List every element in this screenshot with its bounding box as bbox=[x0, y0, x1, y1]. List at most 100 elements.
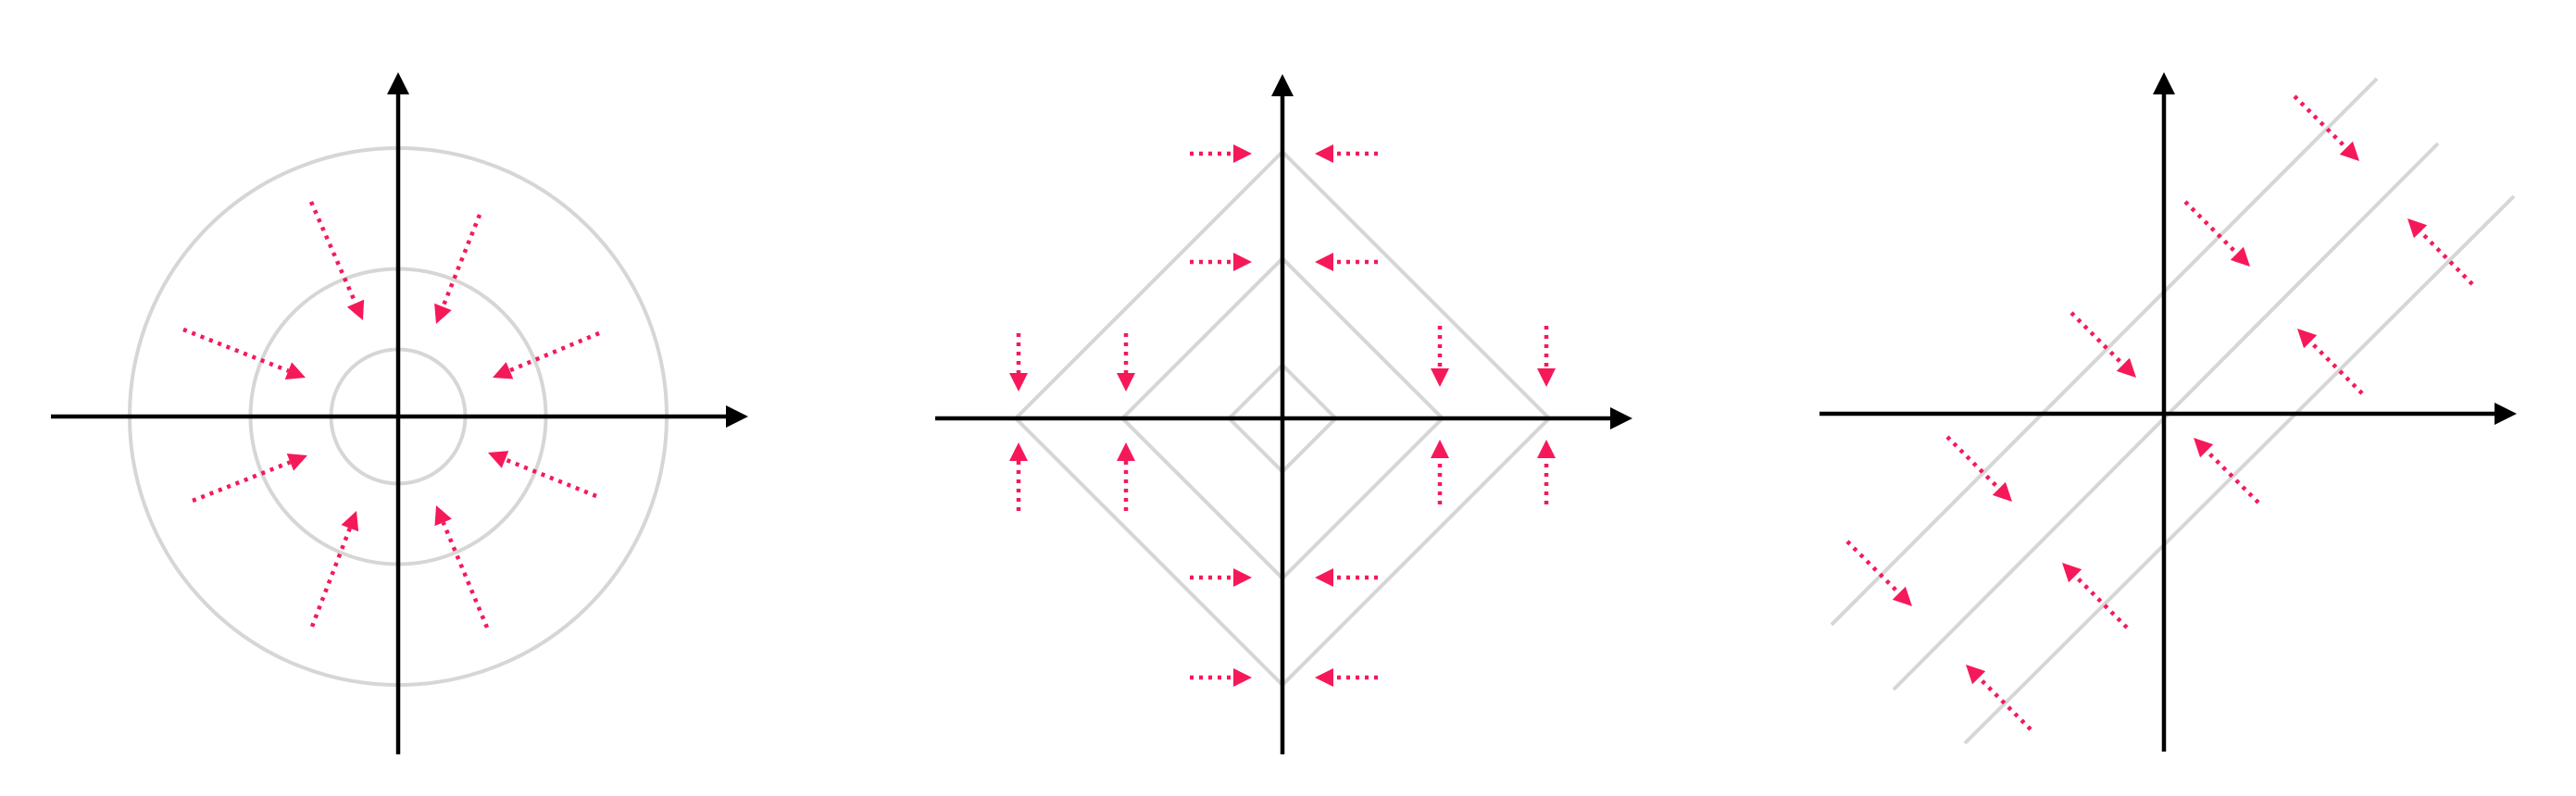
arrow-head bbox=[341, 511, 359, 532]
arrow-head bbox=[1233, 144, 1252, 163]
gradient-arrow bbox=[1966, 665, 2032, 731]
axes bbox=[935, 74, 1632, 754]
gradient-arrow bbox=[182, 327, 306, 379]
panel-diamonds bbox=[935, 74, 1632, 754]
arrow-head bbox=[1117, 442, 1135, 461]
gradient-arrow bbox=[1537, 326, 1556, 387]
arrow-head bbox=[1009, 373, 1028, 392]
gradient-arrow bbox=[2062, 563, 2129, 629]
arrow-head bbox=[1431, 440, 1449, 458]
x-axis-arrowhead bbox=[1610, 407, 1632, 429]
arrow-shaft bbox=[441, 214, 482, 308]
contour-line bbox=[1830, 77, 2379, 627]
gradient-arrow bbox=[2183, 200, 2250, 267]
gradient-arrow bbox=[308, 201, 365, 320]
arrow-head bbox=[1966, 665, 1986, 685]
gradient-arrow bbox=[1190, 253, 1252, 271]
arrow-shaft bbox=[2073, 574, 2129, 629]
arrow-head bbox=[434, 303, 452, 324]
gradient-arrow bbox=[1190, 668, 1252, 687]
gradient-arrow bbox=[1431, 440, 1449, 504]
arrow-head bbox=[2230, 246, 2250, 267]
gradient-arrow bbox=[1315, 668, 1378, 687]
arrow-shaft bbox=[504, 457, 597, 499]
arrow-shaft bbox=[182, 327, 290, 373]
gradient-arrow bbox=[2293, 94, 2359, 161]
gradient-arrow bbox=[1315, 253, 1378, 271]
gradient-arrow bbox=[2407, 218, 2474, 286]
gradient-arrow bbox=[434, 214, 482, 324]
arrow-head bbox=[1537, 440, 1556, 458]
arrow-head bbox=[1537, 368, 1556, 387]
arrow-shaft bbox=[1945, 435, 2001, 491]
gradient-arrow bbox=[2297, 329, 2364, 395]
arrow-shaft bbox=[1845, 540, 1901, 595]
panel-diagonal-lines bbox=[1819, 72, 2517, 752]
gradient-arrow bbox=[1315, 144, 1378, 163]
arrow-head bbox=[1117, 373, 1135, 392]
arrow-head bbox=[1315, 668, 1333, 687]
gradient-arrows bbox=[1009, 144, 1556, 687]
arrow-head bbox=[2297, 329, 2318, 349]
arrow-shaft bbox=[2070, 311, 2125, 367]
arrow-head bbox=[1009, 442, 1028, 461]
gradient-arrow bbox=[1845, 540, 1912, 606]
arrow-head bbox=[488, 451, 509, 468]
gradient-arrow bbox=[192, 454, 307, 504]
gradient-arrow bbox=[2070, 311, 2136, 378]
arrow-head bbox=[2116, 357, 2136, 378]
arrow-shaft bbox=[2308, 340, 2364, 395]
contour-lines bbox=[1830, 77, 2516, 745]
gradient-arrow bbox=[1117, 333, 1135, 392]
arrow-shaft bbox=[441, 521, 490, 628]
gradient-arrow bbox=[1009, 333, 1028, 392]
arrow-shaft bbox=[192, 460, 292, 504]
panel-circles bbox=[51, 72, 748, 754]
gradient-arrow bbox=[1117, 442, 1135, 511]
arrow-shaft bbox=[308, 201, 358, 305]
arrow-shaft bbox=[2205, 449, 2260, 504]
arrow-shaft bbox=[508, 330, 600, 373]
y-axis-arrowhead bbox=[1271, 74, 1294, 96]
gradient-arrow bbox=[1315, 568, 1378, 587]
arrow-head bbox=[1233, 568, 1252, 587]
arrow-head bbox=[1315, 253, 1333, 271]
arrow-head bbox=[2194, 438, 2214, 458]
arrow-head bbox=[2062, 563, 2082, 583]
y-axis-arrowhead bbox=[2153, 72, 2175, 94]
x-axis-arrowhead bbox=[726, 405, 748, 428]
contour-line bbox=[1963, 194, 2516, 745]
arrow-shaft bbox=[2419, 230, 2474, 286]
arrow-head bbox=[284, 362, 306, 379]
gradient-arrow bbox=[488, 451, 597, 499]
arrow-shaft bbox=[2293, 94, 2348, 150]
arrow-head bbox=[1992, 481, 2012, 502]
gradient-arrow bbox=[1190, 568, 1252, 587]
arrow-head bbox=[1315, 144, 1333, 163]
arrow-head bbox=[2407, 218, 2428, 239]
arrow-head bbox=[2339, 141, 2359, 161]
gradient-arrow bbox=[1009, 442, 1028, 511]
x-axis-arrowhead bbox=[2495, 403, 2517, 425]
arrow-shaft bbox=[309, 527, 352, 628]
arrow-shaft bbox=[1977, 676, 2032, 731]
gradient-arrow bbox=[434, 505, 490, 628]
arrow-shaft bbox=[2183, 200, 2239, 255]
arrow-head bbox=[1233, 253, 1252, 271]
arrow-head bbox=[286, 454, 307, 471]
gradient-arrows bbox=[182, 201, 600, 628]
y-axis-arrowhead bbox=[387, 72, 409, 94]
arrow-head bbox=[1892, 586, 1912, 606]
gradient-arrow bbox=[1431, 326, 1449, 387]
axes bbox=[1819, 72, 2517, 752]
gradient-arrow bbox=[1537, 440, 1556, 504]
gradient-arrow bbox=[1945, 435, 2012, 502]
arrow-head bbox=[493, 362, 514, 379]
gradient-arrows bbox=[1845, 94, 2474, 731]
gradient-arrow bbox=[2194, 438, 2260, 504]
axes bbox=[51, 72, 748, 754]
arrow-head bbox=[346, 299, 365, 320]
arrow-head bbox=[1431, 368, 1449, 387]
gradient-arrow bbox=[309, 511, 359, 628]
